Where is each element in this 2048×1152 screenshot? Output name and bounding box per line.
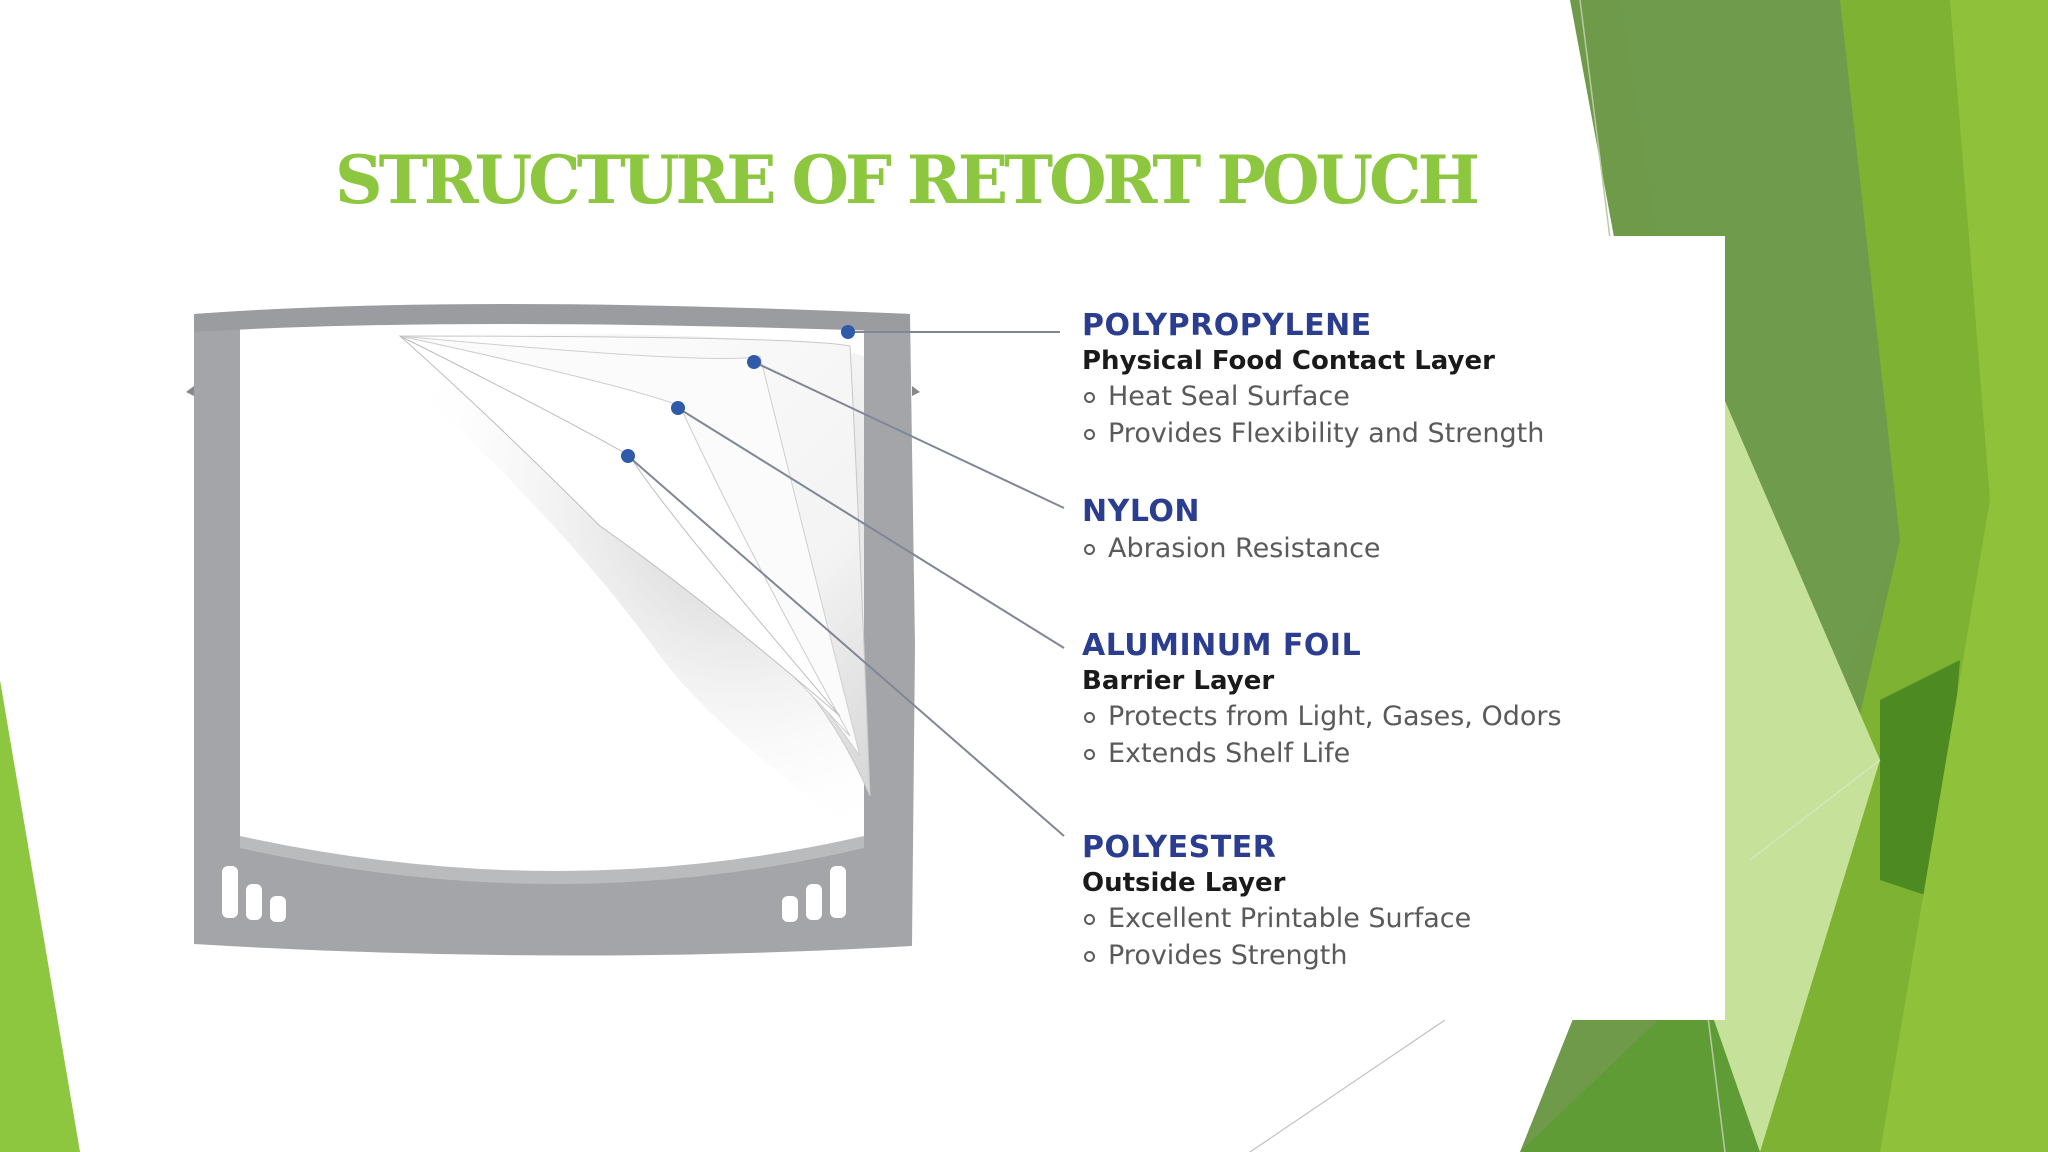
- pouch-figure: [160, 236, 1725, 1020]
- right-panel-light: [1680, 320, 1880, 1152]
- layer-bullet: Heat Seal Surface: [1082, 378, 1682, 415]
- bottom-tab: [246, 884, 262, 920]
- layer-polypropylene: POLYPROPYLENE Physical Food Contact Laye…: [1082, 308, 1682, 452]
- right-panel-lime: [1880, 0, 2048, 1152]
- layer-bullet: Abrasion Resistance: [1082, 530, 1682, 567]
- layer-name: POLYPROPYLENE: [1082, 308, 1372, 343]
- peel-layer-4: [399, 335, 841, 717]
- tear-notch-right: [912, 386, 920, 396]
- layer-subtitle: Physical Food Contact Layer: [1082, 346, 1495, 376]
- layer-name: POLYESTER: [1082, 830, 1277, 865]
- deco-line-3: [1749, 759, 1881, 861]
- bottom-tab: [270, 896, 286, 922]
- leader-line-nylon: [753, 361, 1065, 509]
- deco-line-2: [1249, 1019, 1446, 1152]
- marker-polyester: [621, 449, 635, 463]
- leader-line-aluminum: [677, 407, 1065, 649]
- pouch-top-seal: [194, 304, 910, 332]
- layer-bullet: Provides Strength: [1082, 937, 1682, 974]
- layer-name: NYLON: [1082, 494, 1200, 529]
- slide-title: STRUCTURE OF RETORT POUCH: [335, 141, 1480, 219]
- bottom-green-shape: [1520, 980, 1760, 1152]
- bottom-tab: [782, 896, 798, 922]
- marker-aluminum: [671, 401, 685, 415]
- layer-subtitle: Outside Layer: [1082, 868, 1286, 898]
- bottom-tab: [830, 866, 846, 918]
- tear-notch-left: [186, 386, 194, 396]
- marker-polypropylene: [841, 325, 855, 339]
- layer-bullet: Protects from Light, Gases, Odors: [1082, 698, 1682, 735]
- bottom-tab: [222, 866, 238, 918]
- pouch-bottom-seal: [240, 836, 864, 884]
- left-green-shape: [0, 680, 80, 1152]
- marker-nylon: [747, 355, 761, 369]
- layer-subtitle: Barrier Layer: [1082, 666, 1275, 696]
- leader-line-polyester: [627, 455, 1065, 837]
- pouch-illustration: [186, 304, 1065, 956]
- layer-polyester: POLYESTER Outside Layer Excellent Printa…: [1082, 830, 1682, 974]
- layer-bullet: Excellent Printable Surface: [1082, 900, 1682, 937]
- bottom-tab: [806, 884, 822, 920]
- layer-bullet: Extends Shelf Life: [1082, 735, 1682, 772]
- layer-name: ALUMINUM FOIL: [1082, 628, 1362, 663]
- layer-nylon: NYLON Abrasion Resistance: [1082, 494, 1682, 567]
- layer-bullet: Provides Flexibility and Strength: [1082, 415, 1682, 452]
- layer-aluminum-foil: ALUMINUM FOIL Barrier Layer Protects fro…: [1082, 628, 1682, 772]
